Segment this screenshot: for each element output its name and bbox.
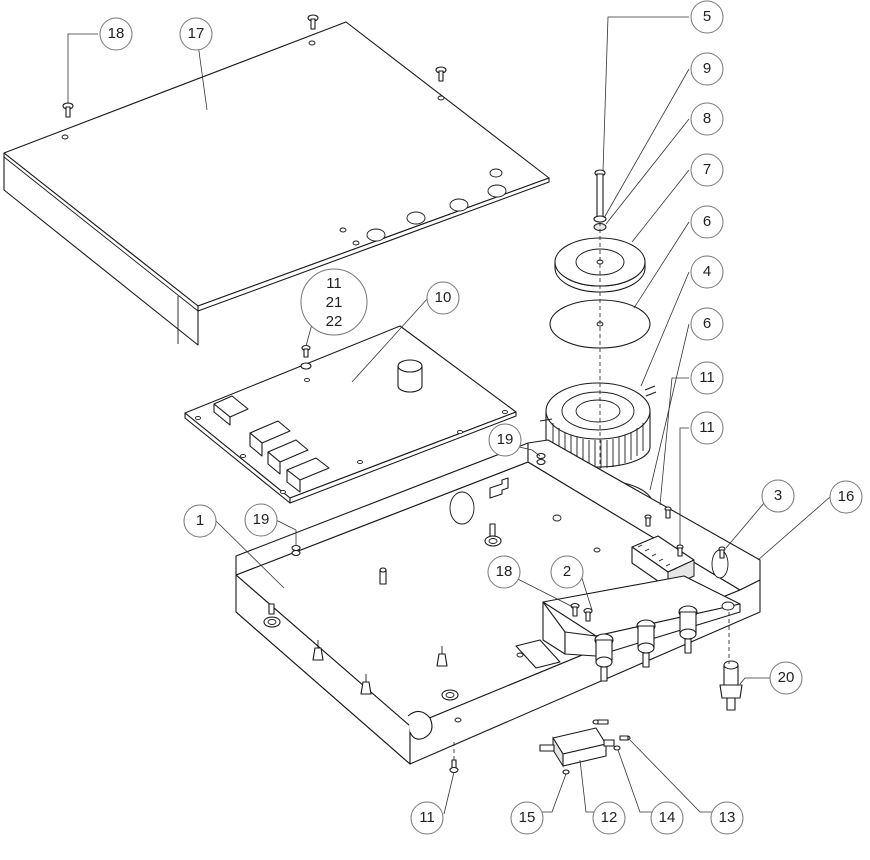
callout-11-upper: 11 — [699, 369, 715, 386]
leader-lines — [67, 16, 831, 815]
chassis-part-1 — [235, 439, 761, 765]
bolt-part-5 — [594, 169, 606, 219]
screws-part-15-13-14 — [562, 719, 631, 775]
callout-19-left: 19 — [252, 511, 270, 528]
callout-2: 2 — [562, 563, 572, 580]
pcb-part-10 — [184, 325, 517, 504]
callout-6-upper: 6 — [702, 213, 712, 230]
washers-part-19 — [291, 452, 546, 557]
callout-stack-line-1: 11 — [326, 275, 342, 292]
callout-14: 14 — [658, 809, 676, 826]
callout-20: 20 — [777, 669, 795, 686]
cover-part-17 — [3, 21, 550, 346]
callout-8: 8 — [702, 110, 712, 127]
callout-3: 3 — [773, 487, 783, 504]
bracket-screws-part-18 — [570, 602, 593, 622]
pcb-screw-stack — [300, 344, 312, 370]
washers-part-9-8 — [593, 215, 607, 231]
callout-15: 15 — [518, 809, 536, 826]
callout-11-mid: 11 — [699, 419, 715, 436]
bracket-part-2 — [515, 575, 741, 682]
switch-module-part-12 — [539, 727, 615, 768]
callout-11-bottom: 11 — [419, 809, 435, 826]
callout-12: 12 — [600, 809, 618, 826]
callout-stack-11-21-22: 11 21 22 — [314, 274, 354, 331]
callout-5: 5 — [702, 8, 712, 25]
callout-13: 13 — [718, 809, 736, 826]
callout-stack-line-3: 22 — [325, 313, 343, 330]
bottom-screw-part-11 — [449, 759, 459, 774]
callout-18-top: 18 — [107, 25, 125, 42]
callout-17: 17 — [187, 25, 205, 42]
callout-1: 1 — [195, 512, 205, 529]
callout-19-right: 19 — [496, 431, 514, 448]
callout-16: 16 — [837, 488, 855, 505]
callout-6-lower: 6 — [702, 315, 712, 332]
callout-balloons — [99, 0, 863, 835]
callout-18-bracket: 18 — [495, 563, 513, 580]
callout-4: 4 — [702, 263, 712, 280]
fuse-holder-part-20 — [719, 660, 743, 711]
block-screws-part-11 — [644, 506, 726, 559]
callout-10: 10 — [434, 289, 452, 306]
callout-7: 7 — [702, 161, 712, 178]
cover-screws-part-18 — [62, 14, 447, 118]
disc-part-7 — [554, 237, 646, 293]
callout-stack-line-2: 21 — [325, 294, 343, 311]
callout-9: 9 — [702, 60, 712, 77]
